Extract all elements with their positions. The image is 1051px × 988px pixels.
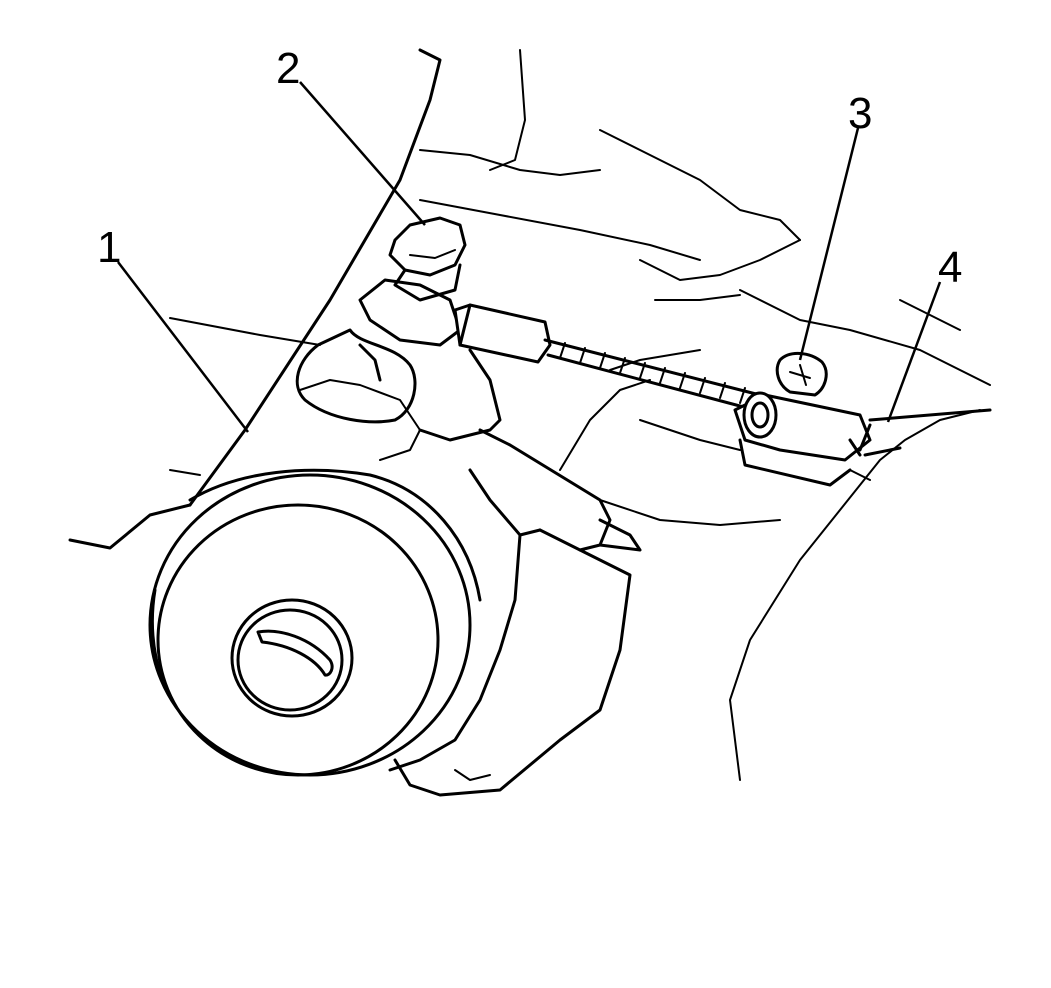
lock-cable-assembly (295, 216, 762, 424)
leader-3 (798, 127, 860, 361)
leader-2 (299, 81, 426, 226)
callout-4-label: 4 (938, 243, 962, 292)
callout-leaders (117, 81, 942, 433)
callout-2-label: 2 (276, 44, 300, 93)
callout-3-label: 3 (848, 89, 872, 138)
cable-retaining-nut (388, 216, 467, 277)
cable-end-clip (733, 352, 992, 487)
callout-1-label: 1 (97, 223, 121, 272)
key-slot-plug (230, 598, 354, 718)
ignition-lock-housing (148, 348, 642, 797)
cable-ferrule (742, 391, 778, 439)
leader-4 (886, 281, 942, 423)
leader-1 (117, 261, 249, 433)
